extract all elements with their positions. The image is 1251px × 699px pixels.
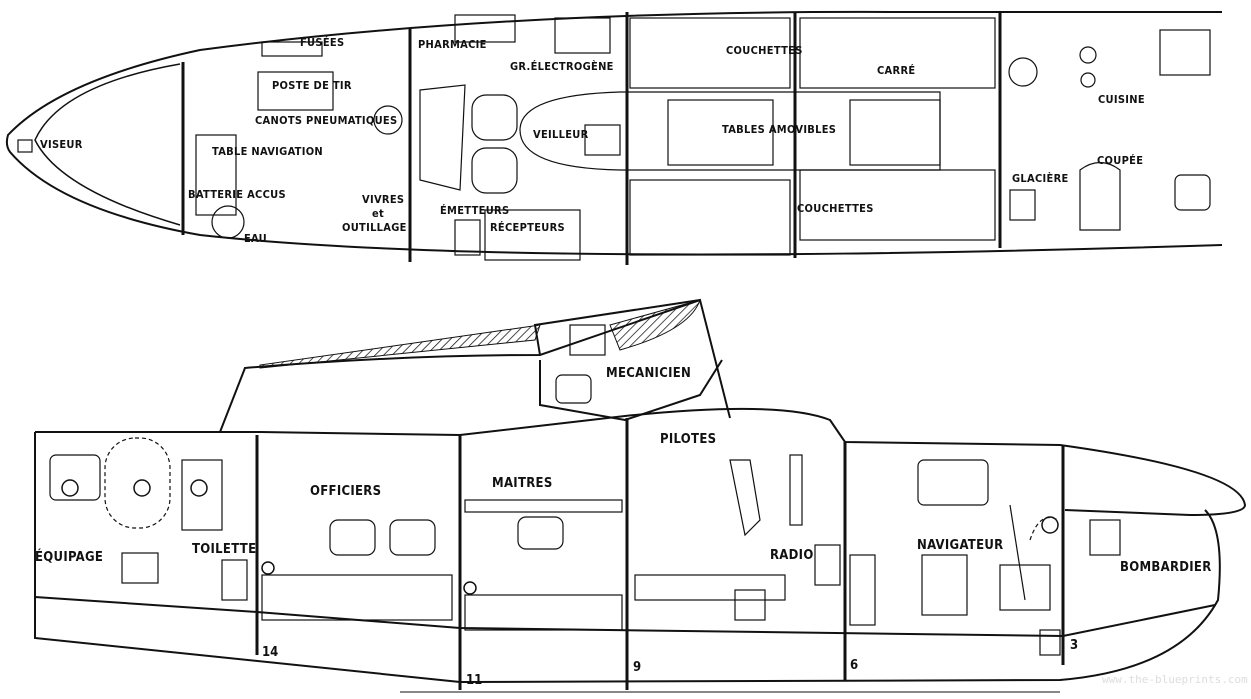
label-veilleur: VEILLEUR (533, 128, 589, 141)
label-recepteurs: RÉCEPTEURS (490, 221, 565, 234)
hatched-canopy (259, 299, 701, 369)
label-coupee: COUPÉE (1097, 154, 1144, 167)
frame-number-9: 9 (633, 660, 642, 675)
frame-number-3: 3 (1070, 638, 1079, 653)
top-hull-outline (5, 10, 1223, 256)
side-frames (255, 418, 1065, 690)
label-batterie: BATTERIE ACCUS (188, 188, 286, 201)
label-emetteurs: ÉMETTEURS (440, 204, 510, 217)
label-fusees: FUSÉES (300, 36, 345, 49)
label-glaciere: GLACIÈRE (1012, 172, 1069, 185)
label-viseur: VISEUR (40, 138, 83, 151)
label-bombardier: BOMBARDIER (1120, 560, 1212, 575)
label-tables-amovibles: TABLES AMOVIBLES (722, 123, 837, 136)
label-eau: EAU (244, 232, 268, 245)
label-et: et (372, 207, 385, 220)
label-vivres: VIVRES (362, 193, 405, 206)
frame-number-6: 6 (850, 658, 859, 673)
label-radio: RADIO (770, 548, 814, 563)
label-mecanicien: MECANICIEN (606, 366, 692, 381)
label-couchettes-top: COUCHETTES (726, 44, 803, 57)
label-officiers: OFFICIERS (310, 484, 382, 499)
label-cuisine: CUISINE (1098, 93, 1145, 106)
label-poste-de-tir: POSTE DE TIR (272, 79, 352, 92)
label-pilotes: PILOTES (660, 432, 717, 447)
side-furniture (49, 324, 1121, 656)
label-navigateur: NAVIGATEUR (917, 538, 1004, 553)
frame-number-11: 11 (466, 673, 483, 688)
label-toilette: TOILETTE (192, 542, 257, 557)
portholes (61, 479, 1059, 595)
side-floor (34, 596, 1216, 638)
label-canots: CANOTS PNEUMATIQUES (255, 114, 398, 127)
label-pharmacie: PHARMACIE (418, 38, 487, 51)
label-gr-electrogene: GR.ÉLECTROGÈNE (510, 60, 614, 73)
label-couchettes-bottom: COUCHETTES (797, 202, 874, 215)
label-outillage: OUTILLAGE (342, 221, 407, 234)
watermark: www.the-blueprints.com (1102, 673, 1248, 686)
nose-dome (34, 63, 181, 226)
label-carre: CARRÉ (877, 64, 916, 77)
label-maitres: MAITRES (492, 476, 553, 491)
label-table-navigation: TABLE NAVIGATION (212, 145, 323, 158)
top-bulkheads (181, 12, 1002, 265)
top-furniture (17, 14, 1211, 261)
label-equipage: ÉQUIPAGE (35, 550, 104, 565)
frame-number-14: 14 (262, 645, 279, 660)
